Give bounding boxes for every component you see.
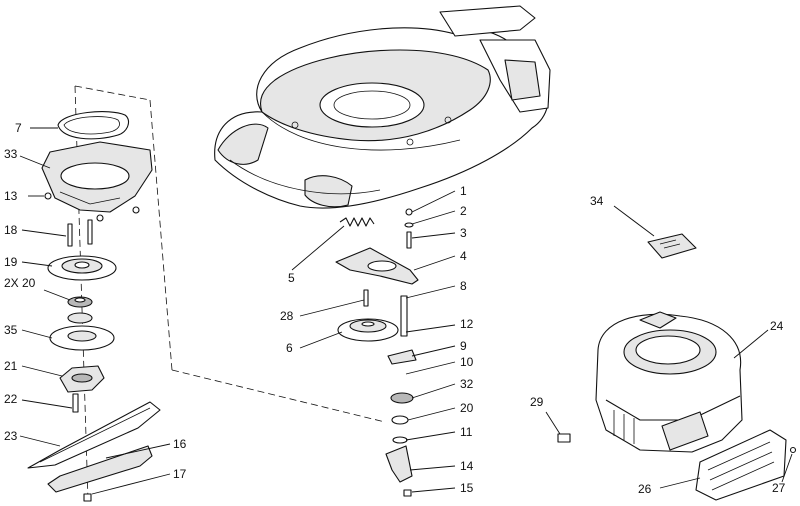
callout-17: 17 [173,467,187,481]
callout-28: 28 [280,309,294,323]
callout-34: 34 [590,194,604,208]
callout-10: 10 [460,355,474,369]
callout-5: 5 [288,271,295,285]
callout-35: 35 [4,323,18,337]
belt [57,111,130,140]
callout-23: 23 [4,429,18,443]
callout-14: 14 [460,459,474,473]
callout-32: 32 [460,377,474,391]
leader-lines [19,127,793,495]
callout-20: 20 [460,401,474,415]
engine [557,233,797,501]
callout-9: 9 [460,339,467,353]
callout-6: 6 [286,341,293,355]
callout-19: 19 [4,255,18,269]
callout-16: 16 [173,437,187,451]
callout-13: 13 [4,189,18,203]
callout-12: 12 [460,317,474,331]
callout-4: 4 [460,249,467,263]
callout-21: 21 [4,359,18,373]
callout-7: 7 [15,121,22,135]
callout-24: 24 [770,319,784,333]
callout-2x20: 2X 20 [4,276,36,290]
callout-15: 15 [460,481,474,495]
callout-29: 29 [530,395,544,409]
callout-18: 18 [4,223,18,237]
callout-22: 22 [4,392,18,406]
callout-11: 11 [460,425,473,439]
callout-33: 33 [4,147,18,161]
height-adjust-hardware [335,208,419,497]
callouts: 7 33 13 18 19 2X 20 35 21 22 23 16 17 1 … [4,121,786,496]
callout-8: 8 [460,279,467,293]
callout-26: 26 [638,482,652,496]
callout-27: 27 [772,481,786,495]
callout-3: 3 [460,226,467,240]
callout-2: 2 [460,204,467,218]
callout-1: 1 [460,184,467,198]
blade-adapter-stack [27,111,161,502]
mower-deck [214,5,551,209]
